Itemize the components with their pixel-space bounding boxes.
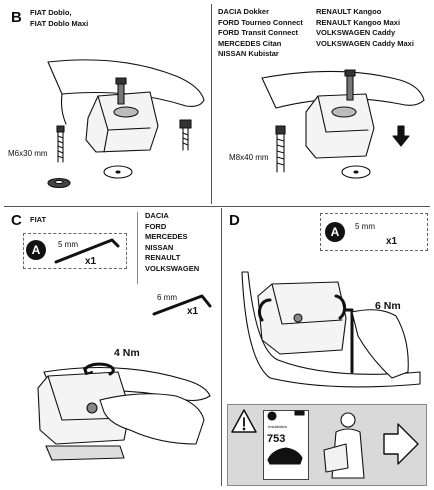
hex-key-b-icon <box>152 294 212 316</box>
step-b-right-models-col2: RENAULT Kangoo RENAULT Kangoo Maxi VOLKS… <box>316 7 414 49</box>
brand-label: NISSAN <box>145 242 174 252</box>
hex-key-a-icon <box>54 238 120 264</box>
model-label: VOLKSWAGEN Caddy Maxi <box>316 38 414 48</box>
foot-d <box>257 281 347 355</box>
step-c-brands: DACIA FORD MERCEDES NISSAN RENAULT VOLKS… <box>145 211 199 274</box>
tool-a-size: 5 mm <box>58 240 78 249</box>
divider-b-vertical <box>211 4 212 204</box>
tool-a-qty: x1 <box>85 256 97 267</box>
step-d-letter: D <box>229 212 240 229</box>
hole-right-icon <box>341 165 371 179</box>
brands-divider <box>137 212 138 284</box>
divider-cd-vertical <box>221 208 222 486</box>
tool-b-size: 6 mm <box>157 293 177 302</box>
tool-box-d <box>320 213 428 251</box>
reader-figure-icon <box>323 412 365 479</box>
tool-box-c <box>23 233 127 269</box>
model-label: RENAULT Kangoo Maxi <box>316 17 401 27</box>
booklet-car-icon <box>267 447 303 465</box>
brand-label: RENAULT <box>145 253 181 262</box>
tool-a-badge: A <box>26 240 46 260</box>
booklet-badge-icon <box>267 411 277 421</box>
foot-right <box>305 69 375 159</box>
booklet <box>263 410 309 480</box>
tool-a-badge-d: A <box>325 222 345 242</box>
model-label: FIAT Doblo Maxi <box>30 18 89 28</box>
rotate-arrow-d-icon <box>257 298 272 322</box>
roof-rail-d <box>241 271 421 388</box>
torque-d: 6 Nm <box>375 300 401 312</box>
hand-c <box>99 393 205 445</box>
tool-b-qty: x1 <box>187 306 199 317</box>
step-c-letter: C <box>11 212 22 229</box>
hole-left-icon <box>103 165 133 179</box>
model-label: FIAT Doblo, <box>30 8 72 17</box>
foot-c <box>37 371 131 461</box>
tool-a-size-d: 5 mm <box>355 222 375 231</box>
brand-label: MERCEDES <box>145 232 188 241</box>
model-label: RENAULT Kangoo <box>316 7 382 16</box>
step-c-label: FIAT <box>30 215 47 224</box>
tool-a-qty-d: x1 <box>386 236 398 247</box>
arrow-right-icon <box>383 423 419 465</box>
bolt-right-icon <box>275 125 286 173</box>
brand-label: VOLKSWAGEN <box>145 263 200 273</box>
bolt-left-size: M6x30 mm <box>8 149 48 158</box>
model-label: FORD Tourneo Connect <box>218 17 303 27</box>
booklet-number: 753 <box>267 433 286 445</box>
brand-label: DACIA <box>145 211 169 220</box>
step-b-letter: B <box>11 9 22 26</box>
step-b-right-models-col1: DACIA Dokker FORD Tourneo Connect FORD T… <box>218 7 303 60</box>
model-label: MERCEDES Citan <box>218 38 282 48</box>
model-label: DACIA Dokker <box>218 7 269 16</box>
bolt-small-icon <box>179 119 192 151</box>
torque-c: 4 Nm <box>114 347 140 359</box>
model-label: VOLKSWAGEN Caddy <box>316 28 396 37</box>
model-label: FORD Transit Connect <box>218 28 299 37</box>
arrow-down-icon <box>392 125 410 147</box>
rotate-arrow-icon <box>83 362 115 376</box>
hand-d <box>351 309 409 379</box>
bolt-left-icon <box>56 125 65 163</box>
hex-key-d-icon <box>344 308 354 374</box>
divider-horizontal <box>4 206 430 207</box>
foot-left <box>85 77 159 153</box>
step-b-left-models: FIAT Doblo, FIAT Doblo Maxi <box>30 8 88 29</box>
bolt-right-size: M8x40 mm <box>229 153 269 162</box>
brand-label: FORD <box>145 221 167 231</box>
booklet-title: Installation <box>268 424 288 429</box>
model-label: NISSAN Kubistar <box>218 49 279 58</box>
